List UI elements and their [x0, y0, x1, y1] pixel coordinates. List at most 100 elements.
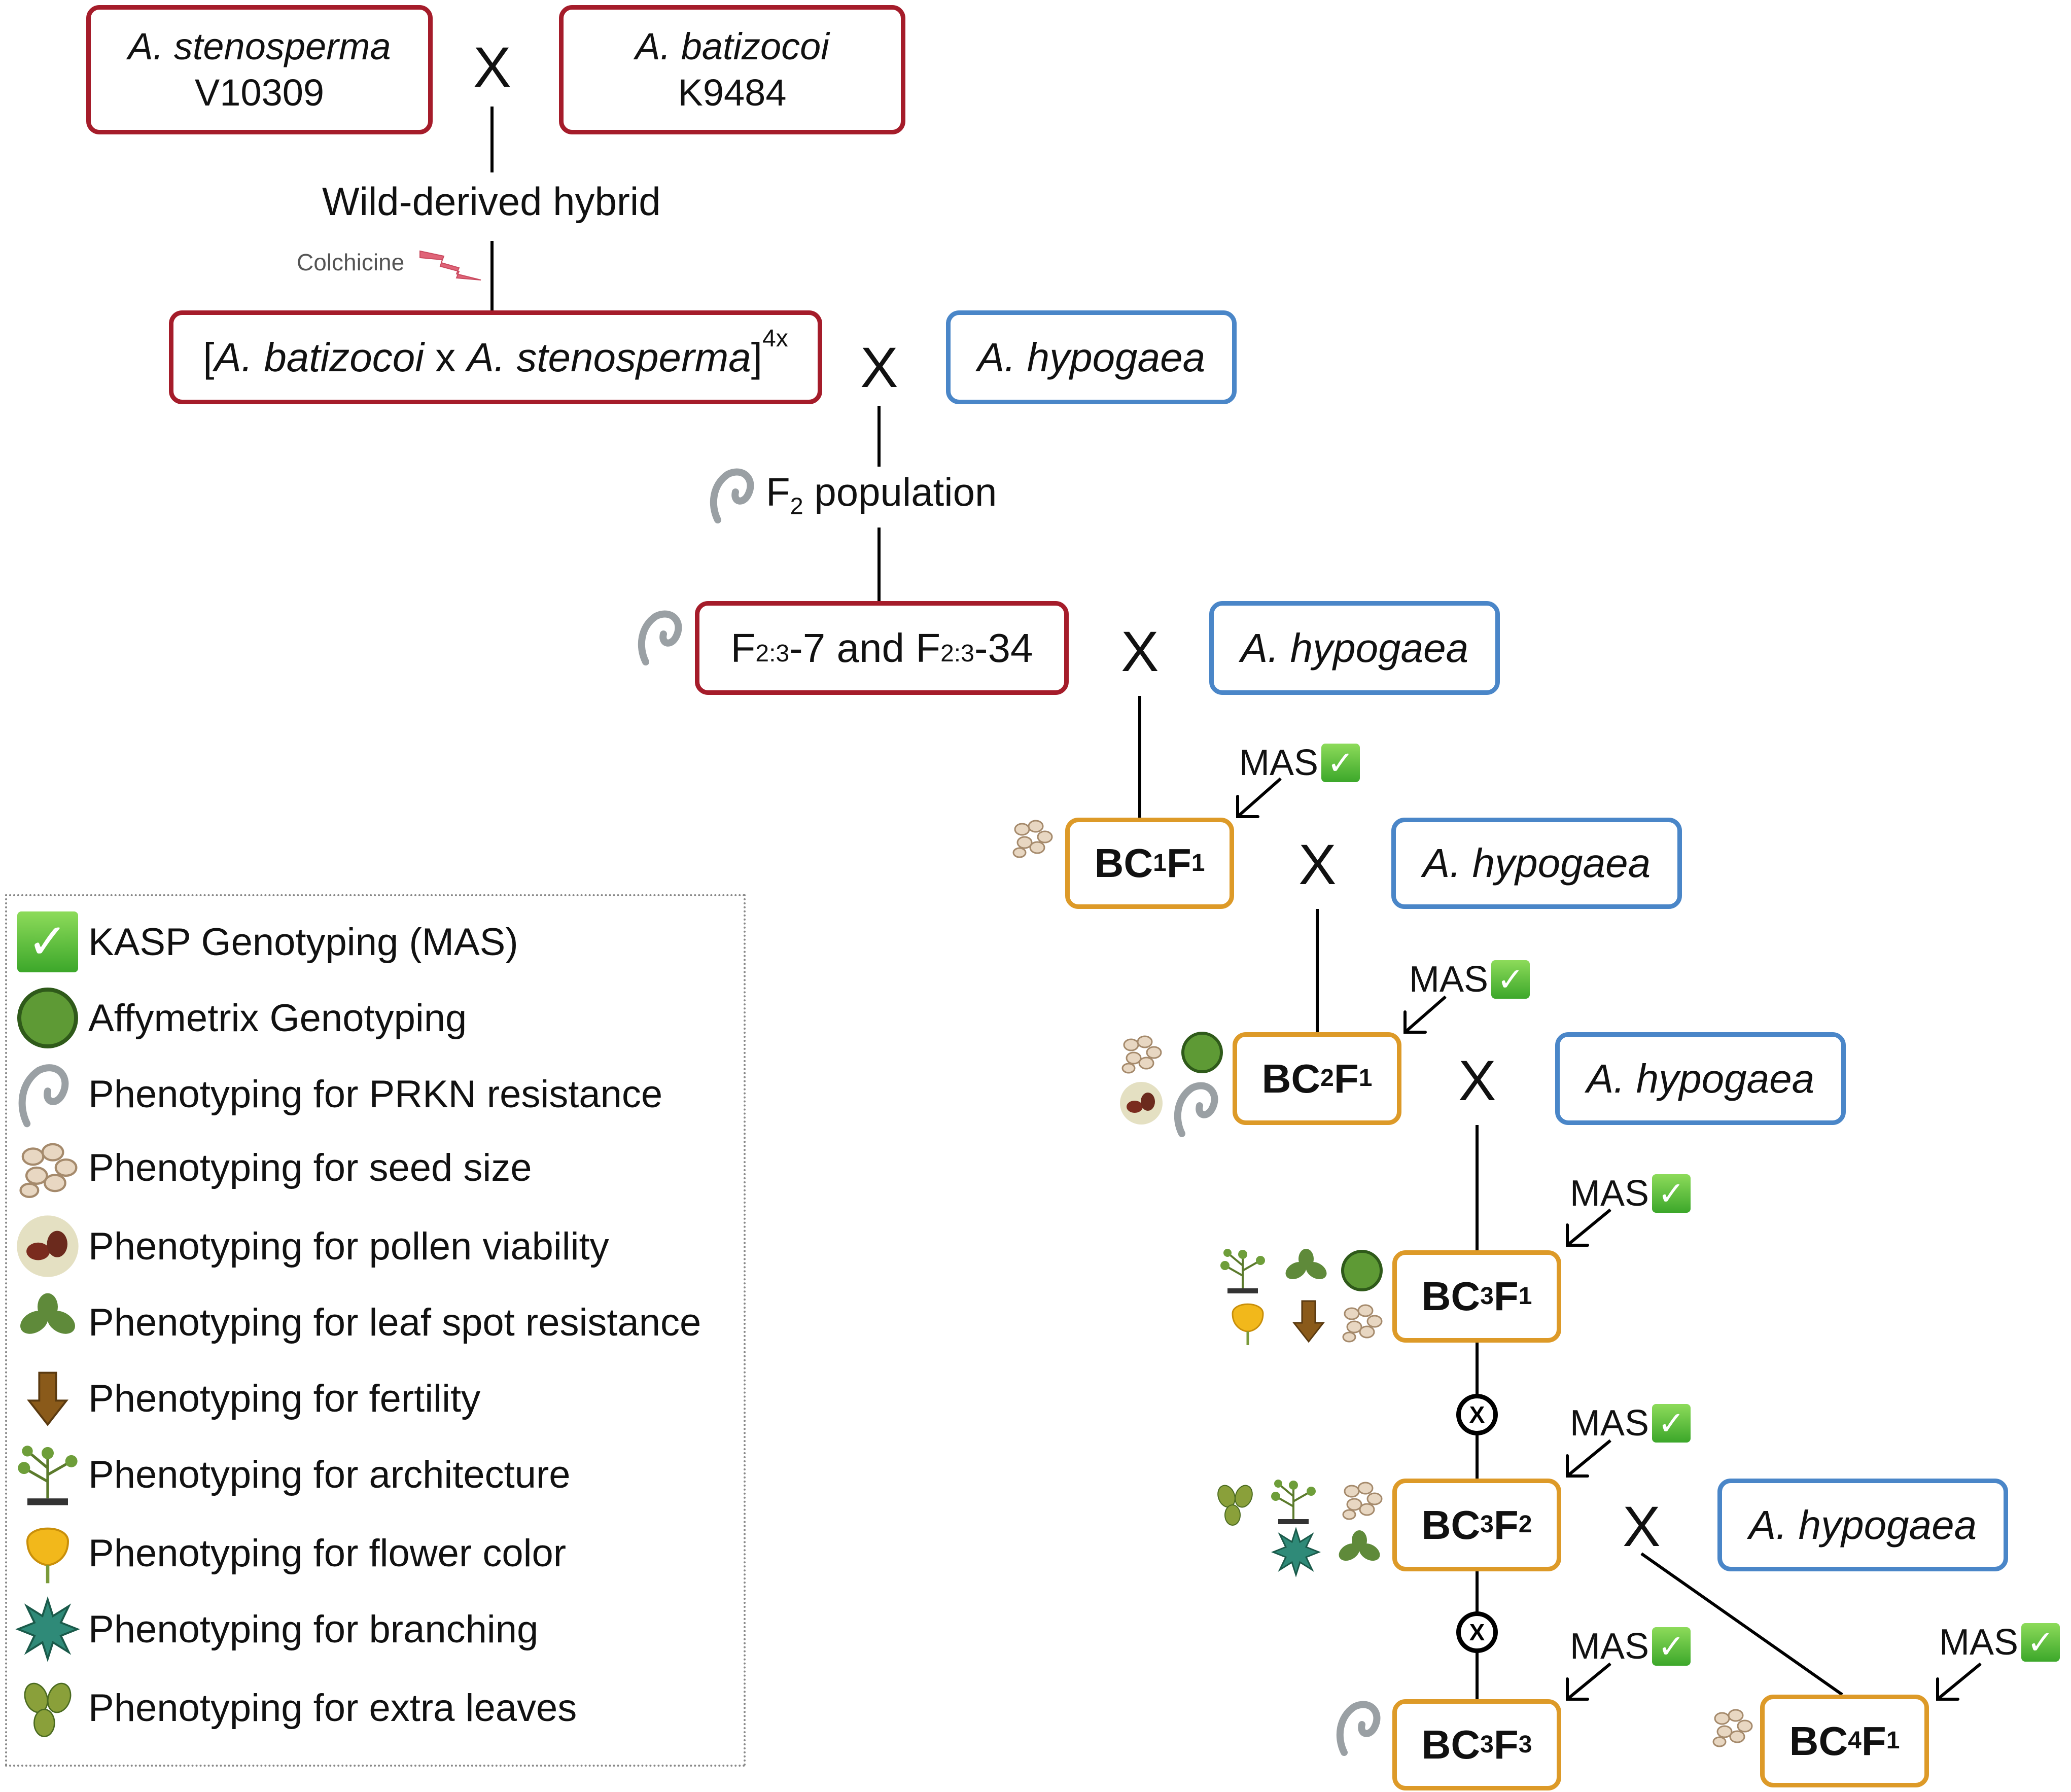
- species-name: A. hypogaea: [977, 334, 1206, 380]
- hypogaea-node-1: A. hypogaea: [946, 310, 1237, 404]
- mas-text: MAS: [1939, 1622, 2019, 1663]
- bracket-open: [: [203, 334, 215, 380]
- seeds-icon: [1712, 1709, 1753, 1747]
- mas-text: MAS: [1570, 1403, 1649, 1444]
- colchicine-label: Colchicine: [297, 249, 405, 275]
- branching-star-icon: [15, 1596, 80, 1662]
- pollen-icon: [1120, 1082, 1163, 1125]
- legend-item-affymetrix: Affymetrix Genotyping: [7, 982, 467, 1053]
- check-icon: ✓: [1652, 1404, 1691, 1443]
- legend-item-prkn: Phenotyping for PRKN resistance: [7, 1059, 662, 1130]
- species-name: A. hypogaea: [1422, 840, 1651, 886]
- mas-text: MAS: [1570, 1626, 1649, 1667]
- affymetrix-circle-icon: [17, 988, 78, 1048]
- amph-species-2: A. stenosperma: [467, 334, 751, 380]
- bc-label: BC: [1421, 1722, 1481, 1768]
- legend-label: Phenotyping for extra leaves: [88, 1686, 577, 1730]
- f23-gen-2: 2:3: [940, 640, 974, 667]
- cross-symbol-6: X: [1623, 1495, 1661, 1558]
- f2-population-label: F2 population: [766, 469, 997, 520]
- cross-symbol-1: X: [473, 36, 511, 99]
- legend-label: Phenotyping for seed size: [88, 1146, 532, 1189]
- f-index: 2: [1518, 1511, 1532, 1538]
- bc-index: 2: [1320, 1065, 1334, 1092]
- bc-index: 1: [1153, 849, 1167, 876]
- seeds-icon: [1012, 820, 1053, 858]
- flower-icon: [26, 1527, 69, 1584]
- ploidy-label: 4x: [762, 325, 788, 352]
- f-index: 1: [1886, 1727, 1900, 1754]
- legend-item-leaf-spot: Phenotyping for leaf spot resistance: [7, 1287, 701, 1358]
- parent-a-stenosperma: A. stenosperma V10309: [86, 5, 433, 134]
- mas-text: MAS: [1239, 743, 1319, 783]
- hypogaea-node-5: A. hypogaea: [1717, 1479, 2008, 1571]
- accession-id: V10309: [194, 71, 325, 114]
- mas-arrow-2: [1404, 995, 1447, 1034]
- flower-icon: [1232, 1303, 1264, 1345]
- amph-species-1: A. batizocoi: [214, 334, 425, 380]
- legend: ✓ KASP Genotyping (MAS) Affymetrix Genot…: [5, 894, 746, 1767]
- f-index: 1: [1358, 1065, 1373, 1092]
- kasp-check-icon: ✓: [17, 911, 78, 972]
- mas-label-6: MAS ✓: [1939, 1622, 2060, 1663]
- extra-leaves-icon: [24, 1682, 72, 1737]
- mas-arrow-1: [1237, 777, 1282, 818]
- cross-symbol-2: X: [860, 336, 898, 399]
- legend-label: Phenotyping for flower color: [88, 1531, 567, 1575]
- legend-label: KASP Genotyping (MAS): [88, 920, 518, 964]
- legend-item-kasp: ✓ KASP Genotyping (MAS): [7, 906, 518, 977]
- mas-arrow-5: [1566, 1662, 1611, 1701]
- species-name: A. stenosperma: [128, 25, 391, 68]
- bc-label: BC: [1094, 840, 1153, 886]
- bc-index: 3: [1480, 1282, 1494, 1310]
- mas-label-5: MAS ✓: [1570, 1626, 1691, 1667]
- legend-label: Phenotyping for architecture: [88, 1453, 571, 1496]
- seeds-icon: [1342, 1482, 1383, 1520]
- leaf-spot-icon: [1285, 1249, 1327, 1280]
- nematode-icon: [1174, 1082, 1218, 1137]
- legend-item-seed-size: Phenotyping for seed size: [7, 1132, 532, 1203]
- bc-label: BC: [1789, 1718, 1848, 1764]
- check-icon: ✓: [1491, 960, 1530, 999]
- mas-label-1: MAS ✓: [1239, 742, 1360, 784]
- legend-item-flower: Phenotyping for flower color: [7, 1518, 566, 1589]
- legend-item-architecture: Phenotyping for architecture: [7, 1439, 571, 1510]
- legend-label: Phenotyping for leaf spot resistance: [88, 1301, 701, 1344]
- mas-arrowhead-5: [1566, 1677, 1589, 1701]
- legend-label: Phenotyping for PRKN resistance: [88, 1072, 663, 1116]
- colchicine-bolt-icon: [419, 250, 481, 280]
- species-name: A. hypogaea: [1586, 1056, 1815, 1101]
- f-label: F: [1493, 1274, 1519, 1319]
- f23-f: F: [730, 625, 756, 671]
- legend-label: Affymetrix Genotyping: [88, 996, 467, 1040]
- pollen-icon: [17, 1215, 79, 1277]
- plant-architecture-icon: [18, 1445, 78, 1505]
- cross-symbol-4: X: [1298, 833, 1337, 896]
- mas-arrowhead-2: [1403, 1010, 1427, 1034]
- accession-id: K9484: [678, 71, 787, 114]
- f-label: F: [1493, 1502, 1519, 1548]
- mas-arrowhead-6: [1936, 1677, 1959, 1701]
- mas-arrowhead-1: [1236, 795, 1259, 818]
- species-name: A. batizocoi: [635, 25, 829, 68]
- selfing-symbol-1: X: [1456, 1394, 1498, 1435]
- mas-arrowhead-3: [1566, 1223, 1589, 1247]
- branching-star-icon: [1271, 1527, 1321, 1577]
- leaf-spot-icon: [20, 1293, 75, 1334]
- seeds-icon: [1121, 1035, 1162, 1074]
- selfing-symbol-2: X: [1456, 1611, 1498, 1653]
- f-label: F: [1861, 1718, 1886, 1764]
- wild-hybrid-label: Wild-derived hybrid: [322, 179, 661, 224]
- f-label: F: [1333, 1056, 1359, 1101]
- check-icon: ✓: [1652, 1174, 1691, 1213]
- f2-f: F: [766, 470, 790, 514]
- mas-label-2: MAS ✓: [1409, 959, 1530, 1000]
